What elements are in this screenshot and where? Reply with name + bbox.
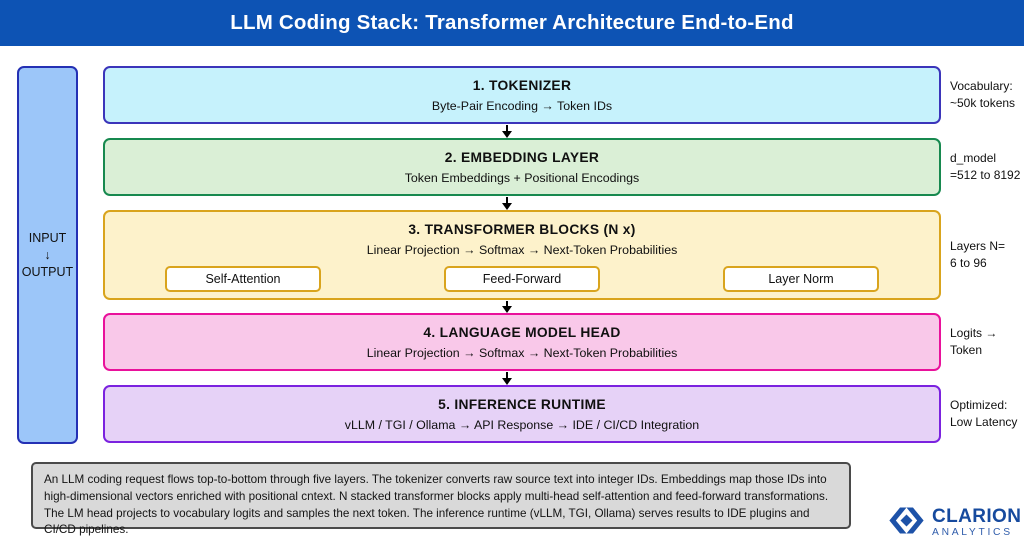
io-output-label: OUTPUT: [21, 265, 74, 279]
layer-lm-head-subtitle: Linear Projection → Softmax → Next-Token…: [366, 346, 678, 360]
flow-arrow-1: [501, 125, 513, 138]
note-layers-n: Layers N= 6 to 96: [950, 239, 1006, 270]
logo-subname: ANALYTICS: [932, 527, 1013, 539]
description-box: An LLM coding request flows top-to-botto…: [31, 462, 851, 536]
page-title: LLM Coding Stack: Transformer Architectu…: [230, 11, 794, 34]
layer-lm-head-title: 4. LANGUAGE MODEL HEAD: [423, 325, 621, 340]
layer-transformer-blocks: 3. TRANSFORMER BLOCKS (N x) Linear Proje…: [103, 210, 941, 300]
clarion-logo-icon: [888, 502, 925, 542]
layer-transformer-subtitle: Linear Projection → Softmax → Next-Token…: [366, 243, 678, 257]
flow-arrow-4: [501, 372, 513, 385]
clarion-logo: CLARION ANALYTICS: [888, 502, 1021, 542]
chip-self-attention: Self-Attention: [165, 266, 321, 292]
layer-tokenizer: 1. TOKENIZER Byte-Pair Encoding → Token …: [103, 66, 941, 124]
down-arrow-glyph: ↓: [44, 248, 51, 262]
input-output-rail: INPUT ↓ OUTPUT: [17, 66, 78, 444]
layer-embedding: 2. EMBEDDING LAYER Token Embeddings + Po…: [103, 138, 941, 196]
chip-feed-forward: Feed-Forward: [444, 266, 600, 292]
note-logits: Logits → Token: [950, 326, 998, 357]
layer-lm-head: 4. LANGUAGE MODEL HEAD Linear Projection…: [103, 313, 941, 371]
layer-inference-runtime: 5. INFERENCE RUNTIME vLLM / TGI / Ollama…: [103, 385, 941, 443]
layer-embedding-title: 2. EMBEDDING LAYER: [444, 150, 600, 165]
description-text: An LLM coding request flows top-to-botto…: [44, 473, 829, 537]
chip-layer-norm: Layer Norm: [723, 266, 879, 292]
layer-tokenizer-title: 1. TOKENIZER: [472, 78, 572, 93]
title-bar: LLM Coding Stack: Transformer Architectu…: [0, 0, 1024, 46]
layer-inference-title: 5. INFERENCE RUNTIME: [438, 397, 606, 412]
layer-tokenizer-subtitle: Byte-Pair Encoding → Token IDs: [431, 99, 613, 113]
note-d-model: d_model =512 to 8192: [950, 151, 1021, 182]
note-optimized: Optimized: Low Latency: [950, 398, 1018, 429]
io-input-label: INPUT: [28, 231, 67, 245]
note-vocabulary: Vocabulary: ~50k tokens: [950, 79, 1016, 110]
transformer-sublayer-row: Self-Attention Feed-Forward Layer Norm: [105, 266, 939, 292]
flow-arrow-3: [501, 301, 513, 313]
layer-transformer-title: 3. TRANSFORMER BLOCKS (N x): [408, 222, 636, 237]
layer-embedding-subtitle: Token Embeddings + Positional Encodings: [404, 171, 640, 185]
layer-inference-subtitle: vLLM / TGI / Ollama → API Response → IDE…: [344, 418, 700, 432]
logo-name: CLARION: [932, 506, 1022, 528]
flow-arrow-2: [501, 197, 513, 210]
